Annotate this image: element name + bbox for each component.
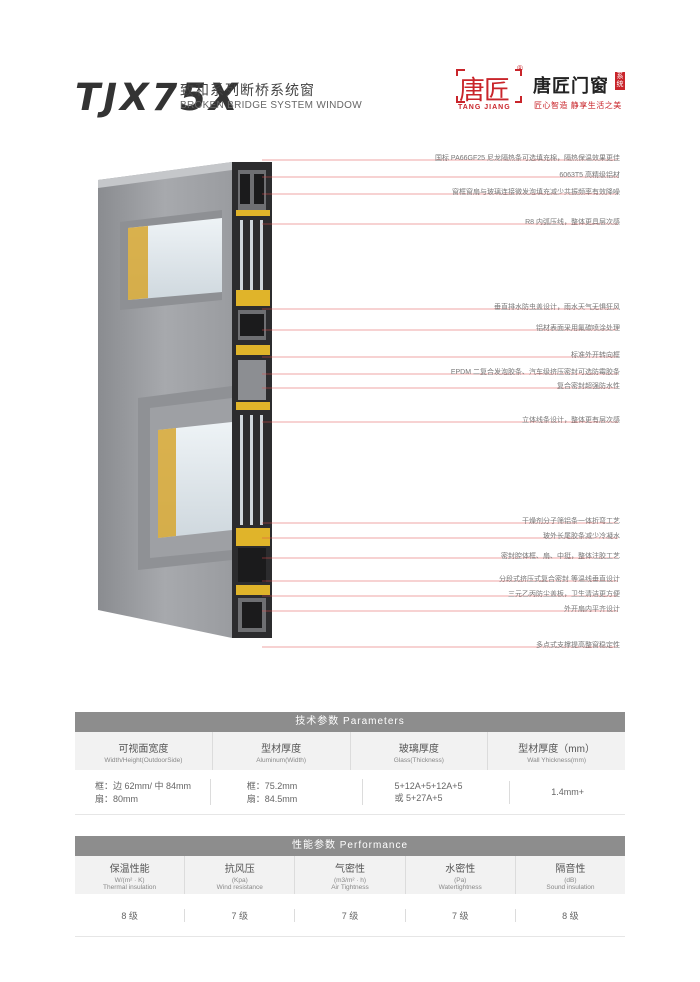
param-col-4: 型材厚度（mm） Wall Yhickness(mm) bbox=[488, 732, 625, 770]
callout-11: 干燥剂分子筛铝条一体折弯工艺 bbox=[522, 518, 620, 525]
perf-col-5: 隔音性 (dB) Sound insulation bbox=[546, 864, 595, 891]
parameters-value-row: 框：边 62mm/ 中 84mm 扇：80mm 框：75.2mm 扇：84.5m… bbox=[75, 770, 625, 815]
performance-header-row: 保温性能 W/(m² · K) Thermal insulation 抗风压 (… bbox=[75, 856, 625, 894]
param-value-4: 1.4mm+ bbox=[551, 787, 584, 797]
brand-slogan: 匠心智造 静享生活之美 bbox=[534, 101, 622, 110]
callout-4: R8 内弧压线，整体更具层次感 bbox=[525, 219, 620, 226]
window-illustration: 国标 PA66GF25 尼龙隔热条可选填充棉，隔热保温效果更佳 6063T5 高… bbox=[0, 140, 700, 700]
callout-17: 多点式支撑提高整窗稳定性 bbox=[536, 642, 620, 649]
parameters-table: 技术参数 Parameters 可视面宽度 Width/Height(Outdo… bbox=[75, 712, 625, 815]
callout-6: 铝材表面采用氟碳喷涂处理 bbox=[536, 325, 620, 332]
callout-12: 玻外长尾胶条减少冷凝水 bbox=[543, 533, 620, 540]
param-col-1: 可视面宽度 Width/Height(OutdoorSide) bbox=[75, 732, 213, 770]
perf-col-1: 保温性能 W/(m² · K) Thermal insulation bbox=[75, 856, 186, 894]
callout-15: 三元乙丙防尘盖板，卫生清洁更方便 bbox=[508, 591, 620, 598]
registered-mark: ® bbox=[517, 64, 523, 73]
param-value-2: 框：75.2mm 扇：84.5mm bbox=[211, 779, 363, 805]
callout-3: 窗框窗扇与玻璃连接微发泡填充减少共振频率有效降噪 bbox=[452, 189, 620, 196]
callout-10: 立体线条设计，整体更有层次感 bbox=[522, 417, 620, 424]
perf-value-2: 7 级 bbox=[185, 908, 296, 922]
callout-13: 密封腔体框、扇、中挺，整体注胶工艺 bbox=[501, 553, 620, 560]
logo-mark-text: 唐匠 bbox=[459, 76, 510, 106]
param-col-4-en: Wall Yhickness(mm) bbox=[527, 757, 587, 764]
callout-2: 6063T5 高精级铝材 bbox=[559, 172, 620, 179]
param-col-3-cn: 玻璃厚度 bbox=[398, 744, 439, 755]
perf-value-4: 7 级 bbox=[406, 908, 516, 922]
product-title-en: BROKEN BRIDGE SYSTEM WINDOW bbox=[180, 100, 363, 111]
callout-8: EPDM 二复合发泡胶条、汽车级挤压密封可选防霉胶条 bbox=[450, 369, 620, 376]
brand-tag: 系统 bbox=[615, 72, 625, 90]
logo-mark-sub: TANG JIANG bbox=[458, 104, 511, 111]
param-value-1: 框：边 62mm/ 中 84mm 扇：80mm bbox=[75, 779, 211, 805]
param-col-2: 型材厚度 Aluminum(Width) bbox=[213, 732, 351, 770]
perf-col-3: 气密性 (m3/m² · h) Air Tightness bbox=[295, 856, 406, 894]
perf-value-5: 8 级 bbox=[562, 910, 579, 921]
perf-value-1: 8 级 bbox=[75, 908, 186, 922]
window-profile-render bbox=[98, 159, 618, 648]
callout-9: 复合密封超强防水性 bbox=[557, 383, 620, 390]
product-title-cn: 致和系列断桥系统窗 bbox=[180, 82, 315, 98]
callout-5: 垂直排水防虫盖设计，雨水天气无惧狂风 bbox=[494, 304, 620, 311]
callout-14: 分段式挤压式复合密封 等温线垂直设计 bbox=[499, 576, 620, 583]
param-col-2-cn: 型材厚度 bbox=[261, 744, 302, 755]
performance-value-row: 8 级 7 级 7 级 7 级 8 级 bbox=[75, 894, 625, 937]
brand-name: 唐匠门窗 bbox=[533, 76, 609, 96]
performance-table: 性能参数 Performance 保温性能 W/(m² · K) Thermal… bbox=[75, 836, 625, 937]
param-col-1-en: Width/Height(OutdoorSide) bbox=[104, 757, 183, 764]
param-col-3: 玻璃厚度 Glass(Thickness) bbox=[351, 732, 489, 770]
logo-frame-icon bbox=[456, 69, 522, 103]
perf-col-2: 抗风压 (Kpa) Wind resistance bbox=[185, 856, 296, 894]
param-col-3-en: Glass(Thickness) bbox=[393, 757, 444, 764]
parameters-title: 技术参数 Parameters bbox=[75, 712, 625, 732]
performance-title: 性能参数 Performance bbox=[75, 836, 625, 856]
param-value-3: 5+12A+5+12A+5 或 5+27A+5 bbox=[363, 780, 511, 804]
perf-col-4: 水密性 (Pa) Watertightness bbox=[406, 856, 516, 894]
parameters-header-row: 可视面宽度 Width/Height(OutdoorSide) 型材厚度 Alu… bbox=[75, 732, 625, 770]
model-code: TJX75X bbox=[75, 76, 241, 119]
callout-16: 外开扇内平齐设计 bbox=[564, 606, 620, 613]
param-col-4-cn: 型材厚度（mm） bbox=[518, 744, 595, 755]
callout-7: 标准外开转向框 bbox=[571, 352, 620, 359]
perf-value-3: 7 级 bbox=[295, 908, 406, 922]
callout-1: 国标 PA66GF25 尼龙隔热条可选填充棉，隔热保温效果更佳 bbox=[434, 155, 620, 162]
brand-logo: 唐匠 TANG JIANG ® 唐匠门窗 系统 匠心智造 静享生活之美 bbox=[455, 64, 625, 118]
param-col-1-cn: 可视面宽度 bbox=[118, 744, 169, 755]
param-col-2-en: Aluminum(Width) bbox=[256, 757, 307, 764]
logo-mark: 唐匠 TANG JIANG ® bbox=[455, 64, 525, 118]
